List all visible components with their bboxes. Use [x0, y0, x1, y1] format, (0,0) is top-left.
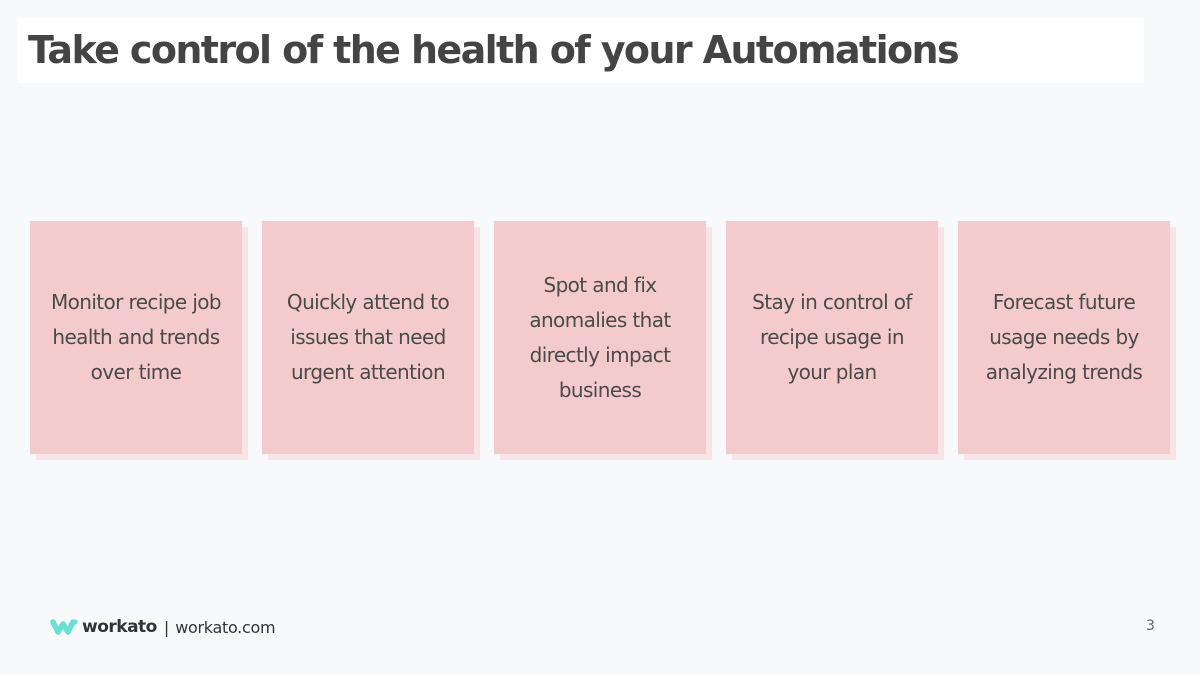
card-body: Stay in control of recipe usage in your … — [726, 221, 938, 454]
feature-card: Spot and fix anomalies that directly imp… — [494, 221, 712, 460]
card-body: Spot and fix anomalies that directly imp… — [494, 221, 706, 454]
feature-card: Quickly attend to issues that need urgen… — [262, 221, 480, 460]
feature-card: Stay in control of recipe usage in your … — [726, 221, 944, 460]
card-text: Monitor recipe job health and trends ove… — [50, 290, 222, 384]
card-body: Quickly attend to issues that need urgen… — [262, 221, 474, 454]
feature-card: Forecast future usage needs by analyzing… — [958, 221, 1176, 460]
card-text: Stay in control of recipe usage in your … — [752, 290, 912, 384]
footer: workato | workato.com — [50, 616, 276, 638]
title-box: Take control of the health of your Autom… — [18, 17, 1144, 83]
card-text: Spot and fix anomalies that directly imp… — [529, 272, 671, 402]
footer-separator: | — [163, 617, 170, 637]
card-text: Quickly attend to issues that need urgen… — [286, 290, 450, 384]
website-link[interactable]: workato.com — [175, 617, 276, 637]
slide-title: Take control of the health of your Autom… — [28, 28, 960, 72]
brand-name: workato — [82, 617, 157, 637]
feature-card: Monitor recipe job health and trends ove… — [30, 221, 248, 460]
card-text: Forecast future usage needs by analyzing… — [985, 290, 1143, 384]
card-body: Forecast future usage needs by analyzing… — [958, 221, 1170, 454]
workato-logo-icon — [50, 617, 78, 637]
card-body: Monitor recipe job health and trends ove… — [30, 221, 242, 454]
page-number: 3 — [1146, 618, 1155, 634]
